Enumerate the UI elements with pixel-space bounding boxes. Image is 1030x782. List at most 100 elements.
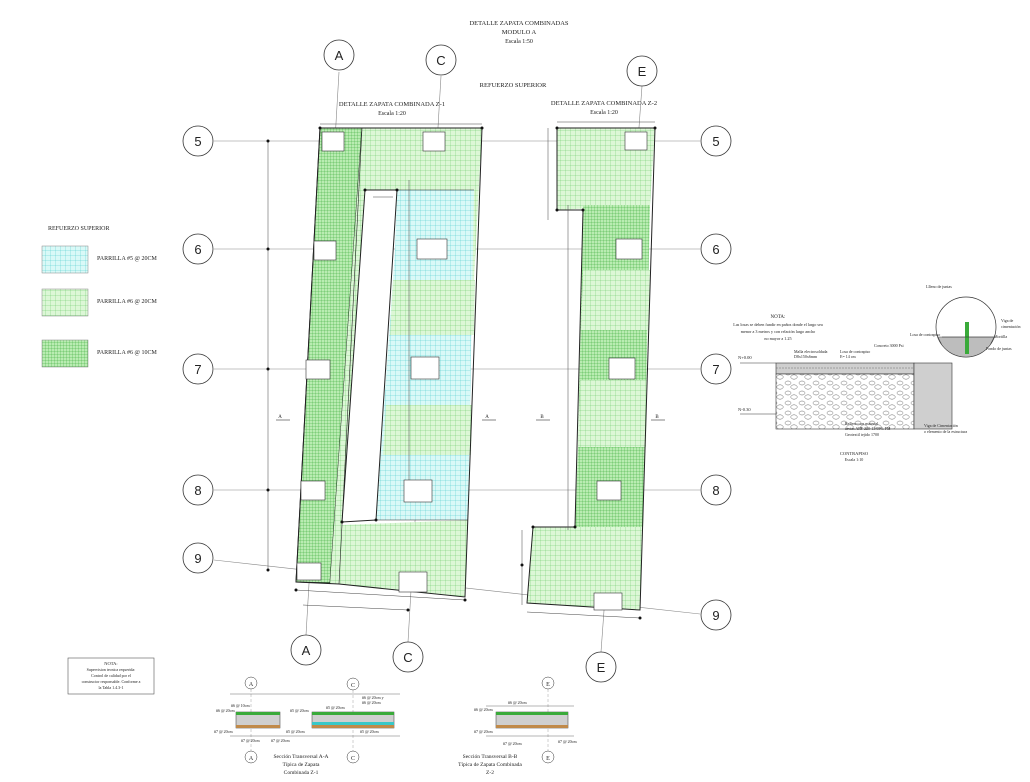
- svg-text:E: E: [546, 682, 550, 688]
- svg-text:Combinada Z-1: Combinada Z-1: [284, 770, 319, 776]
- axis-bubble-right-8: 8: [700, 474, 732, 506]
- svg-text:#6 @ 20cm: #6 @ 20cm: [474, 707, 493, 712]
- svg-text:A: A: [249, 682, 254, 688]
- svg-text:#7 @ 20cm: #7 @ 20cm: [271, 738, 290, 743]
- legend-item-2: PARRILLA #6 @ 20CM: [41, 288, 157, 317]
- svg-text:NOTA:: NOTA:: [104, 661, 117, 666]
- svg-text:#6 @ 20cm y: #6 @ 20cm y: [362, 695, 384, 700]
- axis-bubble-right-5: 5: [700, 125, 732, 157]
- svg-text:Viga de: Viga de: [1001, 318, 1014, 323]
- svg-text:A: A: [302, 643, 311, 658]
- sheet-title: DETALLE ZAPATA COMBINADAS: [469, 20, 568, 27]
- svg-text:#7 @ 20cm: #7 @ 20cm: [558, 739, 577, 744]
- svg-text:#7 @ 20cm: #7 @ 20cm: [503, 741, 522, 746]
- svg-text:E= 14 cm: E= 14 cm: [840, 354, 856, 359]
- sheet-subtitle: MODULO A: [502, 29, 537, 36]
- axis-bubble-left-8: 8: [182, 474, 214, 506]
- svg-text:E: E: [638, 64, 647, 79]
- svg-text:#7 @ 20cm: #7 @ 20cm: [474, 729, 493, 734]
- svg-text:8: 8: [712, 483, 719, 498]
- svg-text:#5 @ 20cm: #5 @ 20cm: [326, 705, 345, 710]
- svg-text:Geotextil tejido 1700: Geotextil tejido 1700: [845, 432, 879, 437]
- axis-bubble-left-7: 7: [182, 353, 214, 385]
- svg-text:C: C: [403, 650, 412, 665]
- svg-text:Z-2: Z-2: [486, 770, 494, 776]
- svg-text:invias ART 220-13 95% PM: invias ART 220-13 95% PM: [845, 426, 891, 431]
- svg-text:Supervision tecnica requerida:: Supervision tecnica requerida:: [87, 667, 136, 672]
- svg-text:9: 9: [712, 608, 719, 623]
- axis-bubble-right-6: 6: [700, 233, 732, 265]
- section-markers: A A B B: [276, 415, 665, 421]
- svg-text:Escala 1:10: Escala 1:10: [845, 457, 864, 462]
- svg-text:N-0.30: N-0.30: [738, 407, 751, 412]
- svg-text:#5 @ 20cm: #5 @ 20cm: [286, 729, 305, 734]
- svg-text:D8x150x6mm: D8x150x6mm: [794, 354, 818, 359]
- svg-text:C: C: [351, 756, 355, 762]
- svg-text:Relleno con material: Relleno con material: [845, 421, 879, 426]
- svg-text:NOTA:: NOTA:: [771, 315, 786, 320]
- svg-text:#6 @ 20cm: #6 @ 20cm: [508, 700, 527, 705]
- svg-text:E: E: [597, 660, 606, 675]
- svg-text:Malla electrosoldada: Malla electrosoldada: [794, 349, 828, 354]
- axis-bubble-bottom-e: E: [585, 651, 617, 683]
- svg-text:menor a 3 metros y con relació: menor a 3 metros y con relación largo an…: [741, 329, 816, 334]
- svg-text:B: B: [540, 415, 544, 420]
- svg-text:#6 @ 20cm: #6 @ 20cm: [216, 708, 235, 713]
- svg-text:PARRILLA #6 @ 20CM: PARRILLA #6 @ 20CM: [97, 299, 157, 305]
- svg-text:Fondo de juntas: Fondo de juntas: [986, 346, 1012, 351]
- axis-bubble-right-9: 9: [700, 599, 732, 631]
- svg-text:Típica de Zapata: Típica de Zapata: [283, 762, 321, 768]
- svg-text:PARRILLA #5 @ 20CM: PARRILLA #5 @ 20CM: [97, 256, 157, 262]
- axis-bubble-top-a: A: [323, 39, 355, 71]
- svg-text:#5 @ 20cm: #5 @ 20cm: [290, 708, 309, 713]
- svg-text:Losa de contrapiso: Losa de contrapiso: [840, 349, 870, 354]
- axis-bubbles: A C E A C E 5 6 7 8 9 5 6 7 8 9: [182, 39, 732, 683]
- axis-bubble-top-c: C: [425, 44, 457, 76]
- axis-bubble-bottom-c: C: [392, 641, 424, 673]
- sheet-scale: Escala 1:50: [505, 39, 533, 45]
- svg-text:o elemento de la estructura: o elemento de la estructura: [924, 429, 967, 434]
- svg-text:PARRILLA #6 @ 10CM: PARRILLA #6 @ 10CM: [97, 350, 157, 356]
- svg-text:Típica de Zapata Combinada: Típica de Zapata Combinada: [458, 762, 522, 768]
- svg-text:Losa de contrapiso: Losa de contrapiso: [910, 332, 940, 337]
- z1-title: DETALLE ZAPATA COMBINADA Z-1: [339, 101, 445, 108]
- svg-text:A: A: [278, 415, 282, 420]
- svg-text:9: 9: [194, 551, 201, 566]
- svg-text:constructor responsable. Confo: constructor responsable. Conforme a: [82, 679, 141, 684]
- svg-text:cimentación: cimentación: [1001, 324, 1021, 329]
- section-a-title: Sección Transversal A-A: [274, 754, 329, 760]
- svg-text:Viga de Cimentación: Viga de Cimentación: [924, 423, 958, 428]
- svg-text:Control de calidad por el: Control de calidad por el: [91, 673, 132, 678]
- svg-text:6: 6: [194, 242, 201, 257]
- svg-text:Mortilla: Mortilla: [994, 334, 1007, 339]
- svg-text:C: C: [351, 683, 355, 689]
- section-heading: REFUERZO SUPERIOR: [480, 82, 547, 89]
- z2-scale: Escala 1:20: [590, 110, 618, 116]
- svg-text:7: 7: [712, 362, 719, 377]
- z2-title: DETALLE ZAPATA COMBINADA Z-2: [551, 100, 657, 107]
- section-b: E E #6 @ 20cm #6 @ 20cm #7 @ 20cm #7 @ 2…: [458, 676, 577, 776]
- section-a: A C A C #6 @ 10cm #6 @ 20cm #5 @ 20cm #6…: [214, 676, 400, 776]
- footing-z1: [266, 123, 484, 612]
- svg-text:A: A: [249, 756, 254, 762]
- svg-text:la Tabla 1.4.3-1: la Tabla 1.4.3-1: [99, 685, 124, 690]
- legend-item-1: PARRILLA #5 @ 20CM: [41, 245, 157, 274]
- legend-title: REFUERZO SUPERIOR: [48, 226, 110, 232]
- axis-bubble-left-9: 9: [182, 542, 214, 574]
- svg-text:8: 8: [194, 483, 201, 498]
- legend-item-3: PARRILLA #6 @ 10CM: [41, 339, 157, 368]
- svg-text:A: A: [485, 415, 489, 420]
- svg-text:5: 5: [712, 134, 719, 149]
- svg-text:Concreto 3000 Psi: Concreto 3000 Psi: [874, 343, 904, 348]
- svg-text:no mayor a 1.25: no mayor a 1.25: [764, 336, 791, 341]
- svg-text:Las losas se deben fundir en p: Las losas se deben fundir en paños donde…: [733, 322, 823, 327]
- note-box: NOTA: Supervision tecnica requerida: Con…: [67, 657, 155, 695]
- svg-text:#7 @ 20cm: #7 @ 20cm: [241, 738, 260, 743]
- contrapiso-detail: NOTA: Las losas se deben fundir en paños…: [733, 284, 1020, 462]
- svg-text:C: C: [436, 53, 445, 68]
- axis-bubble-right-7: 7: [700, 353, 732, 385]
- axis-bubble-left-5: 5: [182, 125, 214, 157]
- svg-text:E: E: [546, 756, 550, 762]
- svg-text:Llleno de juntas: Llleno de juntas: [926, 284, 952, 289]
